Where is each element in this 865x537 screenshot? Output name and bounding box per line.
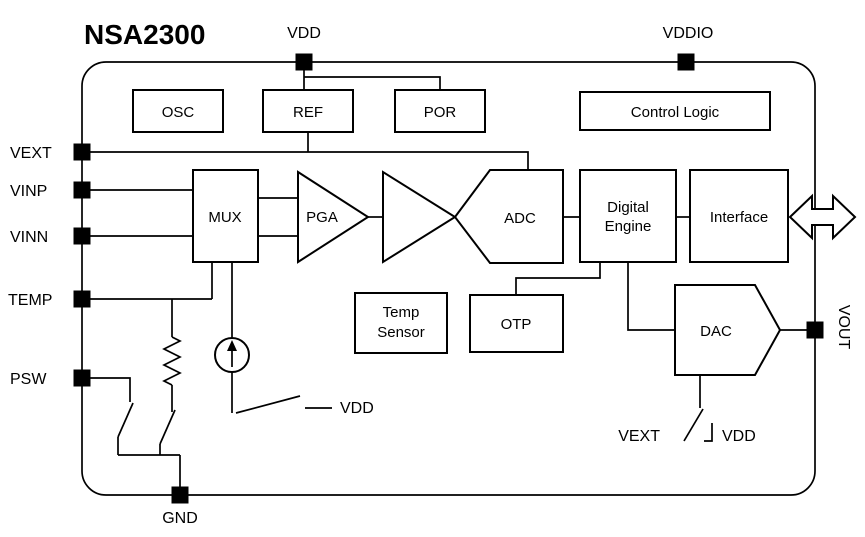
- pin-label-vddio: VDDIO: [663, 25, 714, 42]
- block-digital-engine: [579, 169, 677, 263]
- block-dac-label: DAC: [700, 323, 732, 340]
- block-ref-label: REF: [293, 104, 323, 121]
- block-osc-label: OSC: [162, 104, 195, 121]
- wire-ground-rail: [117, 437, 181, 487]
- pad-vinn: [73, 227, 91, 245]
- block-digital-engine-label-1: Digital: [607, 199, 649, 216]
- switch-blade-current-source: [235, 395, 301, 414]
- pin-label-gnd: GND: [162, 510, 198, 527]
- switch-blade-resistor: [159, 409, 176, 445]
- block-osc: [132, 89, 224, 133]
- block-adc-label: ADC: [504, 210, 536, 227]
- block-por: [394, 89, 486, 133]
- block-interface: [689, 169, 789, 263]
- switch-blade-dac-ref: [683, 408, 704, 442]
- block-mux-label: MUX: [208, 209, 241, 226]
- pin-label-vinn: VINN: [10, 229, 48, 246]
- bidirectional-bus-arrow-icon: [788, 193, 857, 241]
- block-digital-engine-label-2: Engine: [605, 218, 652, 235]
- block-control-logic-label: Control Logic: [631, 104, 720, 121]
- wire-mux-to-pga: [258, 197, 298, 237]
- wire-vdd-to-ref-por: [303, 70, 441, 90]
- pad-temp: [73, 290, 91, 308]
- block-mux: [192, 169, 259, 263]
- pad-psw: [73, 369, 91, 387]
- pad-vddio: [677, 53, 695, 71]
- label-vdd-mid-switch: VDD: [340, 400, 374, 417]
- block-temp-sensor-label-2: Sensor: [377, 324, 425, 341]
- pin-label-vinp: VINP: [10, 183, 47, 200]
- block-dac: [674, 284, 782, 376]
- pad-vout: [806, 321, 824, 339]
- pad-vinp: [73, 181, 91, 199]
- resistor-icon: [162, 336, 182, 386]
- switch-contact-dac-ref: [704, 423, 713, 442]
- pad-gnd: [171, 486, 189, 504]
- pad-vext: [73, 143, 91, 161]
- block-por-label: POR: [424, 104, 457, 121]
- block-control-logic: [579, 91, 771, 131]
- wire-digital-engine-to-dac: [627, 262, 675, 331]
- block-otp: [469, 294, 564, 353]
- page-title: NSA2300: [84, 19, 205, 50]
- block-interface-label: Interface: [710, 209, 768, 226]
- block-otp-label: OTP: [501, 316, 532, 333]
- label-vdd-dac-switch: VDD: [722, 428, 756, 445]
- block-pga-label: PGA: [306, 209, 338, 226]
- wire-psw: [90, 377, 131, 402]
- block-temp-sensor-label-1: Temp: [383, 304, 420, 321]
- label-vext-dac-switch: VEXT: [618, 428, 660, 445]
- block-pga-triangle: [297, 170, 370, 264]
- pin-label-psw: PSW: [10, 371, 47, 388]
- current-source-arrow-head-icon: [227, 340, 237, 351]
- pin-label-vext: VEXT: [10, 145, 52, 162]
- buffer-amp-triangle: [382, 170, 457, 264]
- pin-label-vdd: VDD: [287, 25, 321, 42]
- pin-label-vout: VOUT: [835, 305, 852, 350]
- wire-ref-vext-to-adc: [90, 132, 529, 170]
- switch-blade-psw: [117, 402, 134, 438]
- wire-otp-to-digital-engine: [515, 262, 601, 295]
- pin-label-temp: TEMP: [8, 292, 52, 309]
- block-temp-sensor: [354, 292, 448, 354]
- pad-vdd: [295, 53, 313, 71]
